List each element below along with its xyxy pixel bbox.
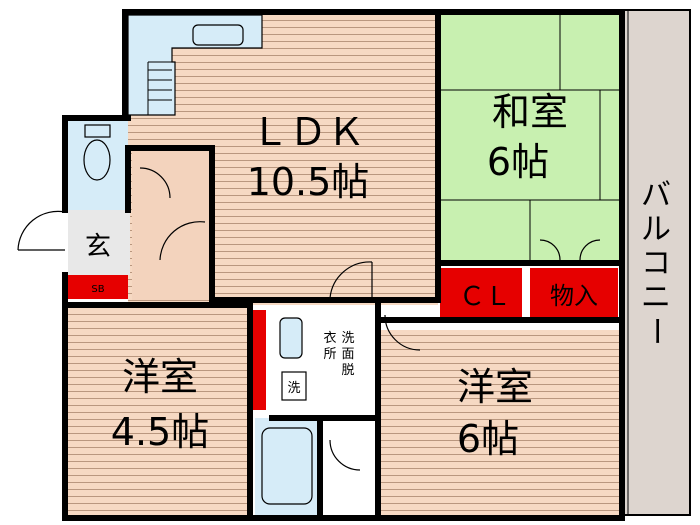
washitsu-label: 和室 bbox=[492, 90, 568, 134]
balcony-char: ニ bbox=[641, 280, 671, 315]
toilet-room bbox=[68, 118, 128, 210]
senmen-label: 洗 面 脱 衣 所 bbox=[323, 330, 354, 378]
senmen-room bbox=[272, 308, 374, 418]
washitsu-room bbox=[440, 15, 620, 263]
closet-strip bbox=[252, 310, 266, 410]
balcony-char: ル bbox=[641, 212, 671, 247]
genkan-label: 玄 bbox=[85, 232, 111, 262]
sentaku-label: 洗 bbox=[287, 381, 300, 396]
shoebox-label: SB bbox=[91, 284, 104, 295]
yoshitsu-large-room bbox=[378, 268, 620, 515]
monoire-label: 物入 bbox=[550, 282, 598, 310]
svg-text:面: 面 bbox=[341, 347, 354, 362]
balcony-char: ー bbox=[638, 316, 673, 346]
genkan-area bbox=[68, 210, 130, 275]
sink-icon bbox=[192, 24, 244, 46]
shoebox bbox=[68, 275, 128, 299]
walls bbox=[62, 9, 625, 521]
balcony bbox=[621, 9, 691, 516]
bathtub-icon bbox=[261, 427, 313, 505]
bathroom bbox=[255, 418, 375, 515]
yoshitsu-small-room bbox=[68, 308, 250, 515]
washer-icon bbox=[281, 371, 307, 401]
ldk-label: ＬＤＫ bbox=[251, 110, 365, 154]
ldk-size: 10.5帖 bbox=[247, 160, 370, 204]
washbasin-icon bbox=[279, 317, 303, 359]
balcony-char: コ bbox=[641, 246, 671, 281]
svg-text:衣: 衣 bbox=[323, 330, 336, 346]
svg-text:脱: 脱 bbox=[341, 363, 354, 378]
svg-text:洗: 洗 bbox=[341, 331, 354, 346]
washitsu-size: 6帖 bbox=[487, 140, 549, 184]
balcony-char: バ bbox=[641, 178, 671, 213]
toilet-icon bbox=[83, 139, 111, 181]
yoshitsu-small-size: 4.5帖 bbox=[111, 410, 209, 454]
yoshitsu-large-label: 洋室 bbox=[457, 365, 533, 409]
doors bbox=[17, 167, 601, 471]
yoshitsu-large-size: 6帖 bbox=[457, 417, 519, 461]
svg-text:所: 所 bbox=[323, 347, 336, 362]
yoshitsu-small-label: 洋室 bbox=[122, 355, 198, 399]
closet-label: ＣＬ bbox=[459, 282, 511, 312]
hallway bbox=[132, 150, 212, 300]
